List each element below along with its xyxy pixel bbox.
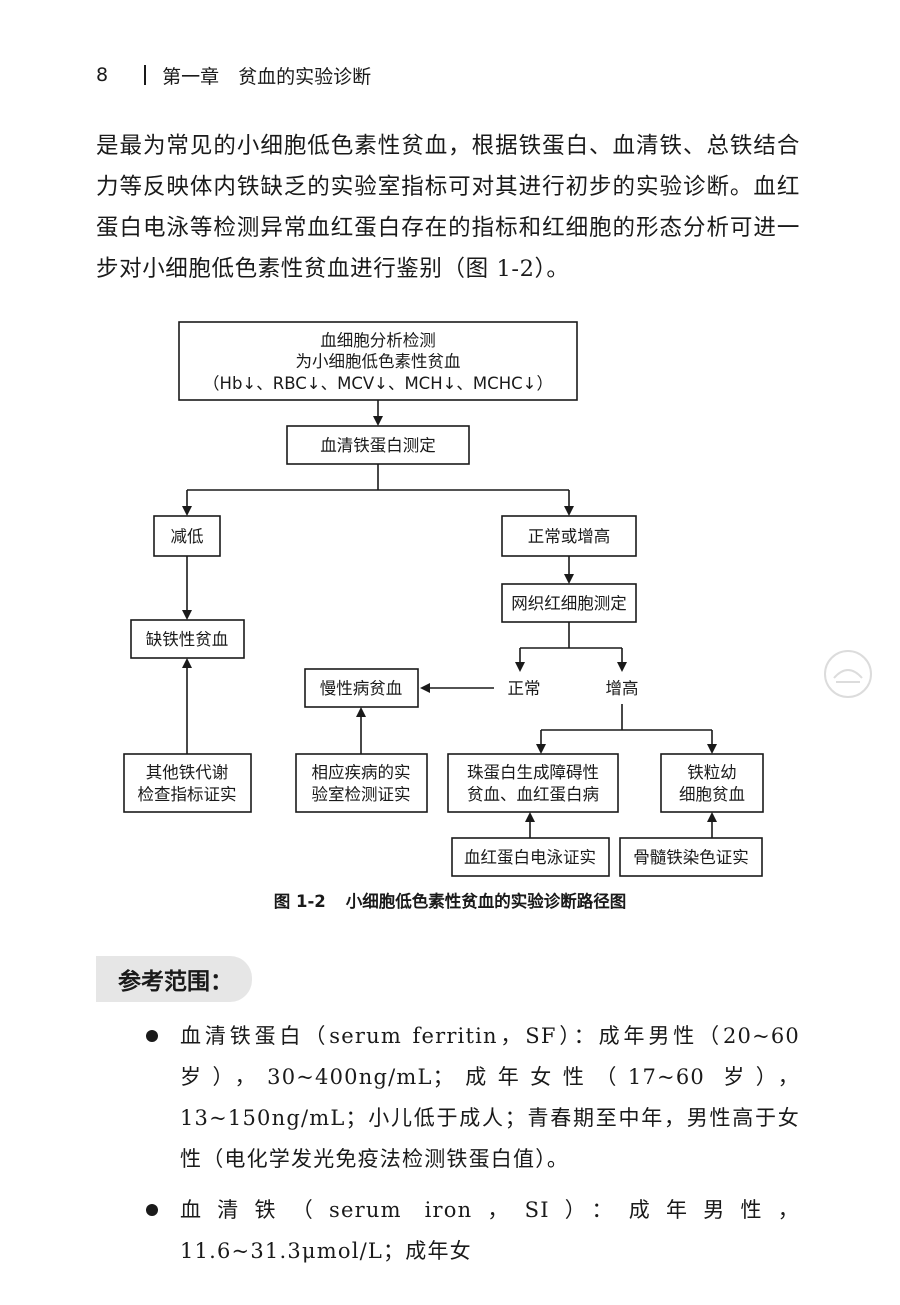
node-normal-or-increased-label: 正常或增高 [528, 527, 611, 546]
node-reticulocyte-label: 网织红细胞测定 [511, 594, 627, 613]
node-decreased-label: 减低 [171, 527, 204, 546]
label-increased: 增高 [606, 679, 639, 698]
arrowhead [356, 707, 366, 717]
arrowhead [564, 506, 574, 516]
node-other-iron-line2: 检查指标证实 [138, 785, 237, 804]
node-thal-line1: 珠蛋白生成障碍性 [467, 763, 599, 782]
node-ferritin [286, 425, 470, 465]
bullet-icon [146, 1204, 158, 1216]
node-marrow-stain-label: 骨髓铁染色证实 [633, 848, 749, 867]
arrowhead [420, 683, 430, 693]
watermark-logo-icon [824, 650, 872, 698]
node-sideroblastic-anemia [660, 753, 764, 813]
arrowhead [182, 658, 192, 668]
diagnostic-flowchart: 血细胞分析检测 为小细胞低色素性贫血 （Hb↓、RBC↓、MCV↓、MCH↓、M… [123, 321, 764, 877]
figure-number: 图 1-2 [273, 892, 326, 911]
chapter-title: 第一章 贫血的实验诊断 [162, 65, 372, 88]
reference-range-list: 血清铁蛋白（serum ferritin，SF）：成年男性（20~60 岁），3… [146, 1016, 800, 1272]
arrowhead [617, 662, 627, 672]
header-divider [144, 65, 147, 85]
arrowhead [536, 744, 546, 754]
reference-item-text: 血清铁蛋白（serum ferritin，SF）：成年男性（20~60 岁），3… [180, 1024, 800, 1171]
node-marrow-iron-stain [619, 837, 763, 877]
node-thal-line2: 贫血、血红蛋白病 [467, 785, 599, 804]
figure-title: 小细胞低色素性贫血的实验诊断路径图 [345, 892, 627, 911]
arrowhead [182, 610, 192, 620]
node-cbc-line3: （Hb↓、RBC↓、MCV↓、MCH↓、MCHC↓） [203, 374, 553, 393]
node-lab-confirm-line1: 相应疾病的实 [312, 763, 411, 782]
list-item: 血清铁蛋白（serum ferritin，SF）：成年男性（20~60 岁），3… [146, 1016, 800, 1180]
node-other-iron-line1: 其他铁代谢 [146, 763, 229, 782]
running-header: 8 第一章 贫血的实验诊断 [96, 60, 371, 90]
node-electrophoresis-label: 血红蛋白电泳证实 [464, 848, 596, 867]
arrowhead [515, 662, 525, 672]
node-other-iron-tests [123, 753, 252, 813]
arrowhead [707, 812, 717, 822]
list-item: 血清铁（serum iron，SI）：成年男性，11.6~31.3μmol/L；… [146, 1190, 800, 1272]
reference-range-heading: 参考范围： [96, 956, 252, 1002]
node-iron-deficiency-anemia [130, 619, 245, 659]
arrowhead [564, 574, 574, 584]
node-sideroblastic-line1: 铁粒幼 [687, 763, 737, 782]
node-reticulocyte [501, 583, 637, 623]
node-thalassemia-hemoglobinopathy [447, 753, 619, 813]
page-number: 8 [96, 64, 109, 86]
label-normal: 正常 [508, 679, 541, 698]
bullet-icon [146, 1030, 158, 1042]
node-cbc-line1: 血细胞分析检测 [320, 331, 436, 350]
node-ferritin-label: 血清铁蛋白测定 [320, 436, 436, 455]
node-chronic-label: 慢性病贫血 [320, 678, 403, 698]
intro-paragraph: 是最为常见的小细胞低色素性贫血，根据铁蛋白、血清铁、总铁结合力等反映体内铁缺乏的… [96, 133, 800, 282]
arrowhead [373, 416, 383, 426]
arrowhead [182, 506, 192, 516]
node-electrophoresis [451, 837, 610, 877]
node-cbc-line2: 为小细胞低色素性贫血 [296, 352, 461, 371]
node-chronic-disease-anemia [304, 668, 419, 708]
node-sideroblastic-line2: 细胞贫血 [679, 785, 745, 804]
reference-item-text: 血清铁（serum iron，SI）：成年男性，11.6~31.3μmol/L；… [180, 1198, 800, 1263]
node-ida-label: 缺铁性贫血 [146, 630, 229, 649]
node-lab-confirm-line2: 验室检测证实 [312, 785, 411, 804]
node-cbc [178, 321, 578, 401]
figure-caption: 图 1-2 小细胞低色素性贫血的实验诊断路径图 [0, 888, 900, 912]
arrowhead [707, 744, 717, 754]
arrowhead [525, 812, 535, 822]
